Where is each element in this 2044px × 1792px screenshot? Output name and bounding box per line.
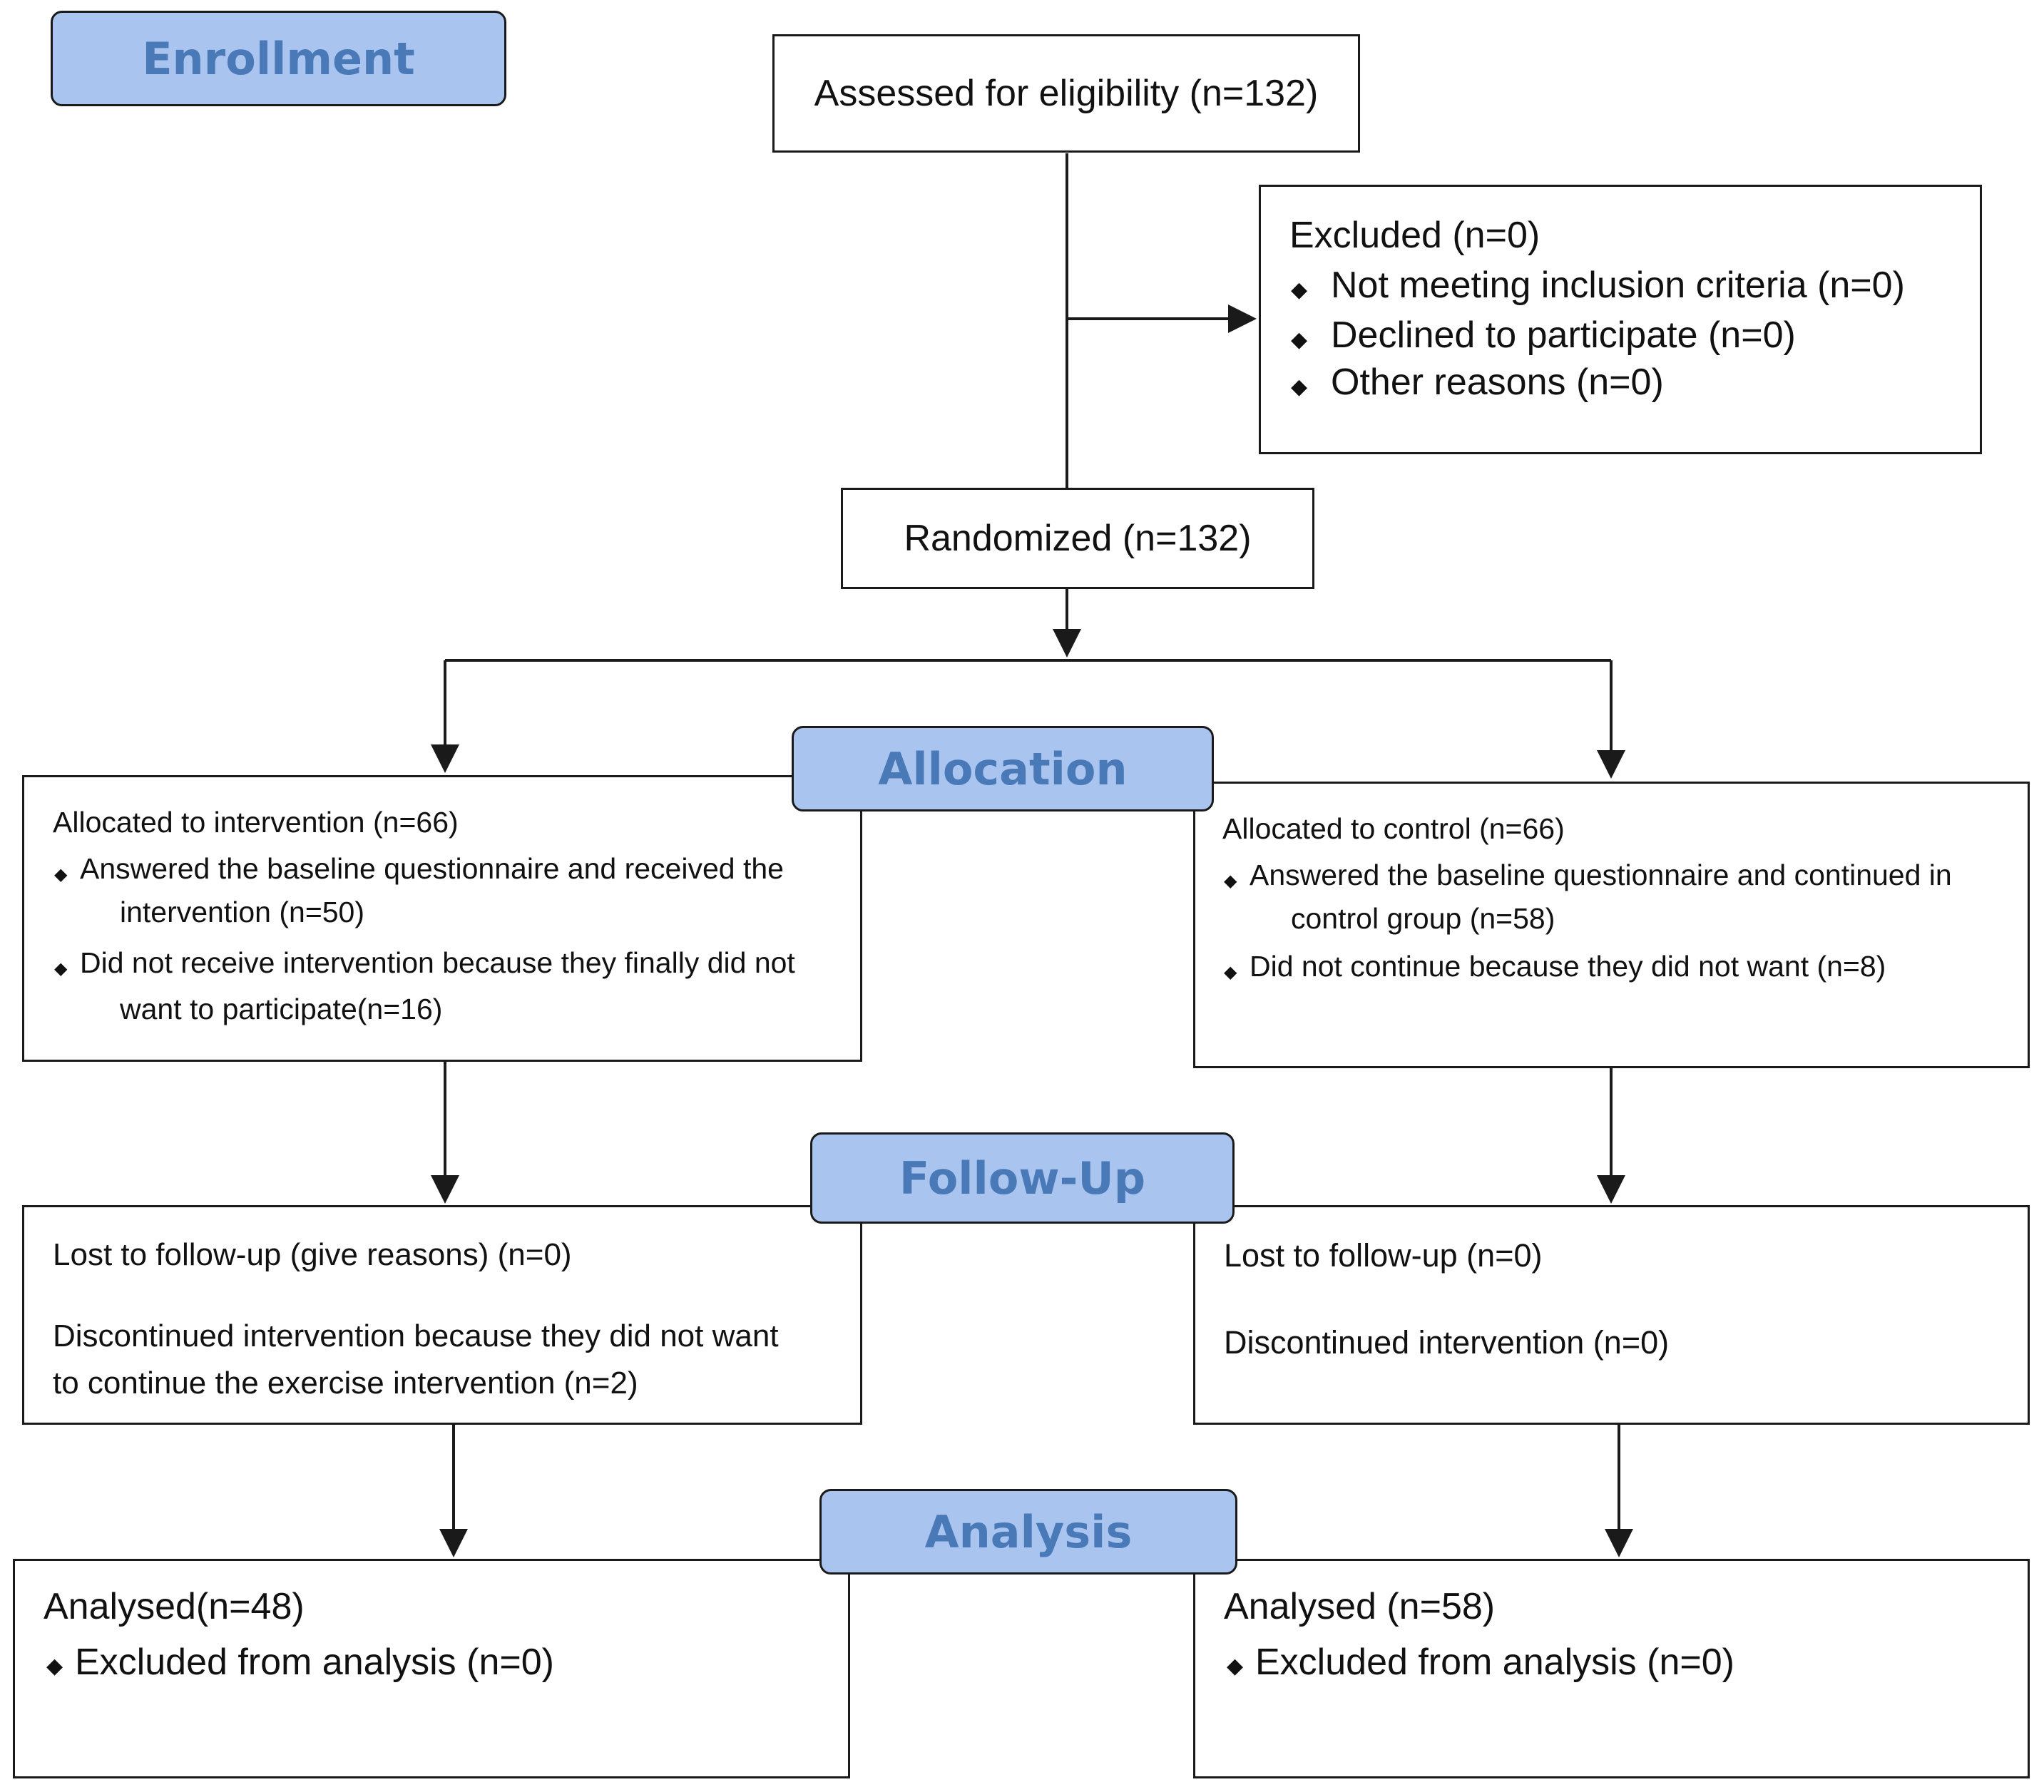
control-analysed-text: Analysed (n=58): [1224, 1586, 1496, 1627]
intervention-excluded-analysis-text: Excluded from analysis (n=0): [75, 1642, 554, 1683]
control-followup-box: Lost to follow-up (n=0) Discontinued int…: [1193, 1205, 2030, 1425]
control-item1-line1: Answered the baseline questionnaire and …: [1250, 859, 1952, 891]
control-analysis-box: Analysed (n=58) ◆ Excluded from analysis…: [1193, 1559, 2030, 1778]
intervention-discontinued-line2: to continue the exercise intervention (n…: [53, 1366, 638, 1401]
assessed-text: Assessed for eligibility (n=132): [814, 73, 1319, 114]
bullet-icon: ◆: [1227, 1654, 1244, 1678]
bullet-icon: ◆: [1224, 963, 1237, 982]
bullet-icon: ◆: [54, 865, 68, 884]
intervention-item2-line1: Did not receive intervention because the…: [80, 946, 795, 979]
control-item1-line2: control group (n=58): [1291, 902, 1555, 935]
intervention-analysed-text: Analysed(n=48): [44, 1586, 305, 1627]
bullet-icon: ◆: [54, 959, 68, 978]
intervention-allocation-box: Allocated to intervention (n=66) ◆ Answe…: [22, 775, 862, 1062]
stage-allocation: Allocation: [792, 726, 1214, 811]
bullet-icon: ◆: [1224, 871, 1237, 891]
excluded-item: Not meeting inclusion criteria (n=0): [1331, 265, 1905, 306]
excluded-item: Declined to participate (n=0): [1331, 314, 1796, 356]
intervention-allocated-text: Allocated to intervention (n=66): [53, 806, 459, 839]
stage-analysis: Analysis: [819, 1489, 1237, 1575]
randomized-text: Randomized (n=132): [904, 518, 1252, 559]
intervention-item1-line1: Answered the baseline questionnaire and …: [80, 852, 784, 885]
control-allocated-text: Allocated to control (n=66): [1222, 812, 1565, 845]
bullet-icon: ◆: [1291, 278, 1308, 302]
excluded-title: Excluded (n=0): [1289, 215, 1540, 256]
stage-enrollment: Enrollment: [51, 11, 506, 106]
bullet-icon: ◆: [46, 1654, 63, 1678]
stage-enrollment-label: Enrollment: [142, 32, 415, 85]
stage-analysis-label: Analysis: [924, 1505, 1133, 1558]
intervention-followup-box: Lost to follow-up (give reasons) (n=0) D…: [22, 1205, 862, 1425]
control-excluded-analysis-text: Excluded from analysis (n=0): [1255, 1642, 1734, 1683]
stage-allocation-label: Allocation: [878, 742, 1128, 795]
intervention-discontinued-line1: Discontinued intervention because they d…: [53, 1319, 779, 1353]
control-lost-text: Lost to follow-up (n=0): [1224, 1237, 1543, 1274]
intervention-item2-line2: want to participate(n=16): [120, 993, 443, 1025]
assessed-box: Assessed for eligibility (n=132): [772, 34, 1360, 153]
excluded-box: Excluded (n=0) ◆ Not meeting inclusion c…: [1259, 185, 1982, 454]
bullet-icon: ◆: [1291, 375, 1308, 399]
control-item2-line1: Did not continue because they did not wa…: [1250, 950, 1886, 983]
bullet-icon: ◆: [1291, 328, 1308, 352]
stage-follow-up-label: Follow-Up: [899, 1152, 1146, 1204]
stage-follow-up: Follow-Up: [810, 1132, 1235, 1224]
excluded-item: Other reasons (n=0): [1331, 362, 1664, 403]
intervention-analysis-box: Analysed(n=48) ◆ Excluded from analysis …: [13, 1559, 850, 1778]
intervention-item1-line2: intervention (n=50): [120, 896, 365, 928]
control-allocation-box: Allocated to control (n=66) ◆ Answered t…: [1193, 782, 2030, 1068]
intervention-lost-text: Lost to follow-up (give reasons) (n=0): [53, 1237, 572, 1272]
control-discontinued-text: Discontinued intervention (n=0): [1224, 1324, 1670, 1361]
randomized-box: Randomized (n=132): [841, 488, 1314, 589]
